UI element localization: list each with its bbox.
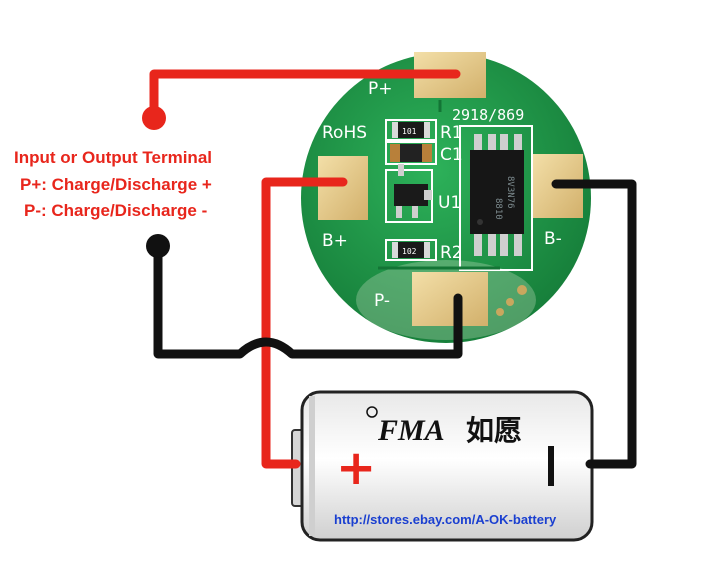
label-b-minus: B- [544,229,562,249]
battery-plus-sign: + [336,440,376,496]
label-part-number: 2918/869 [452,106,524,124]
resistor-r1-code: 101 [402,127,417,136]
capacitor-c1 [385,141,437,165]
terminal-p-plus-desc: P+: Charge/Discharge + [20,175,212,194]
label-u1: U1 [438,193,461,213]
battery-minus-sign-bar [548,446,554,486]
protection-ic: 8810 8V3N76 [459,125,533,271]
wire-p-minus [153,241,463,359]
protection-pcb: P+ RoHS 2918/869 R1 C1 U1 R2 B+ B- P- 10… [301,52,591,343]
wire-b-plus [261,177,348,469]
terminal-heading: Input or Output Terminal [14,148,212,167]
resistor-r1: 101 [385,119,437,141]
wire-p-plus [149,69,461,123]
registered-mark-icon [366,406,378,418]
via [496,308,504,316]
pad-p-minus [412,272,488,326]
label-b-plus: B+ [322,231,348,251]
label-rohs: RoHS [322,123,367,143]
via [506,298,514,306]
via [517,285,527,295]
label-p-plus-pad: P+ [368,79,393,99]
label-c1: C1 [440,145,463,165]
wire-b-minus [551,179,637,469]
battery-brand-cjk: 如愿 [466,414,522,447]
label-p-minus-pad: P- [374,291,390,311]
red-wires [149,69,461,469]
resistor-r2: 102 [385,239,437,261]
battery-url: http://stores.ebay.com/A-OK-battery [334,512,557,527]
black-wires [153,179,637,469]
pad-b-plus [318,156,368,220]
battery-cell: FMA 如愿 + http://stores.ebay.com/A-OK-bat… [291,390,594,542]
terminal-p-plus-dot [142,106,166,130]
label-r2: R2 [440,243,463,263]
battery-brand: FMA [377,414,445,447]
resistor-r2-code: 102 [402,247,417,256]
label-r1: R1 [440,123,463,143]
ic-marking-1: 8810 [493,198,503,220]
terminal-p-minus-desc: P-: Charge/Discharge - [24,201,207,220]
transistor-u1 [385,164,433,223]
ic-marking-2: 8V3N76 [505,176,515,209]
terminal-p-minus-dot [146,234,170,258]
